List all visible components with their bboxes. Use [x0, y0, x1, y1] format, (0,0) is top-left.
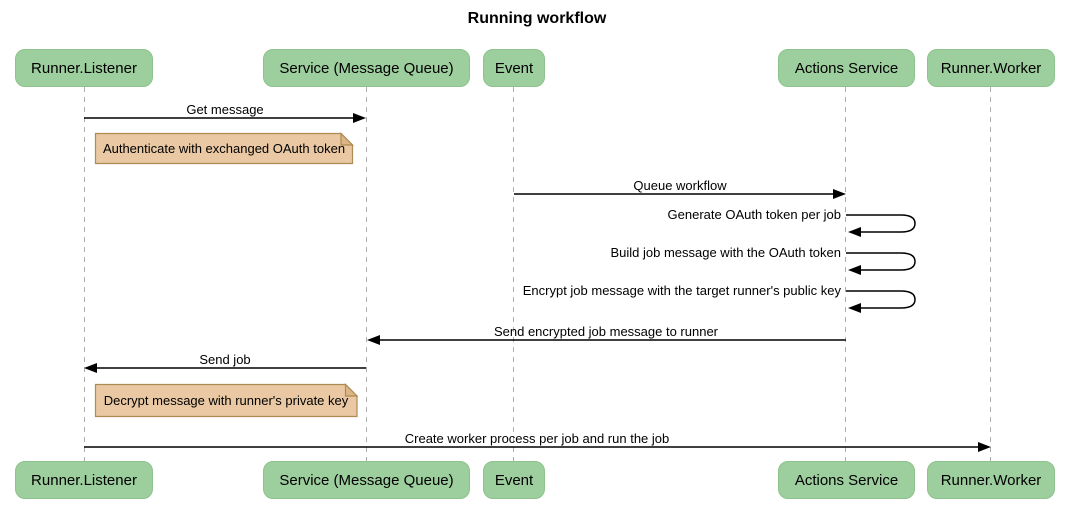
message-label-encrypt-job-message: Encrypt job message with the target runn… [522, 283, 841, 298]
actor-top-runner-worker: Runner.Worker [927, 49, 1055, 87]
note-decrypt-text: Decrypt message with runner's private ke… [103, 393, 349, 408]
diagram-title: Running workflow [467, 10, 607, 27]
note-authenticate-text: Authenticate with exchanged OAuth token [102, 141, 346, 156]
note-decrypt-fold [344, 383, 359, 397]
message-label-get-message: Get message [186, 102, 264, 117]
lifelines [84, 87, 991, 461]
selfloop-build-job-message [846, 252, 916, 271]
message-label-create-worker-process: Create worker process per job and run th… [404, 431, 670, 446]
note-authenticate-shape [94, 132, 354, 165]
actor-top-event: Event [483, 49, 545, 87]
actor-top-service-message-queue: Service (Message Queue) [263, 49, 470, 87]
actor-top-actions-service: Actions Service [778, 49, 915, 87]
arrowhead-selfloop-3 [848, 303, 861, 313]
message-label-generate-oauth-token: Generate OAuth token per job [667, 207, 841, 222]
actor-bottom-service-message-queue: Service (Message Queue) [263, 461, 470, 499]
message-label-build-job-message: Build job message with the OAuth token [610, 245, 841, 260]
arrowhead-queue-workflow [833, 189, 846, 199]
arrowhead-selfloop-1 [848, 227, 861, 237]
note-authenticate-fold [340, 132, 354, 146]
message-label-send-job: Send job [199, 352, 251, 367]
arrowhead-send-encrypted [367, 335, 380, 345]
actor-bottom-actions-service: Actions Service [778, 461, 915, 499]
message-arrows [84, 117, 985, 448]
actor-bottom-event: Event [483, 461, 545, 499]
arrowhead-get-message [353, 113, 366, 123]
actor-bottom-runner-listener: Runner.Listener [15, 461, 153, 499]
note-decrypt-shape [94, 383, 358, 418]
message-label-send-encrypted-job-message: Send encrypted job message to runner [493, 324, 719, 339]
arrowhead-send-job [84, 363, 97, 373]
selfloop-generate-oauth-token [846, 214, 916, 233]
actor-top-runner-listener: Runner.Listener [15, 49, 153, 87]
arrowhead-create-worker [978, 442, 991, 452]
arrowhead-selfloop-2 [848, 265, 861, 275]
selfloop-encrypt-job-message [846, 290, 916, 309]
message-label-queue-workflow: Queue workflow [633, 178, 727, 193]
arrowheads [84, 113, 991, 452]
note-shapes [94, 132, 359, 418]
actor-bottom-runner-worker: Runner.Worker [927, 461, 1055, 499]
